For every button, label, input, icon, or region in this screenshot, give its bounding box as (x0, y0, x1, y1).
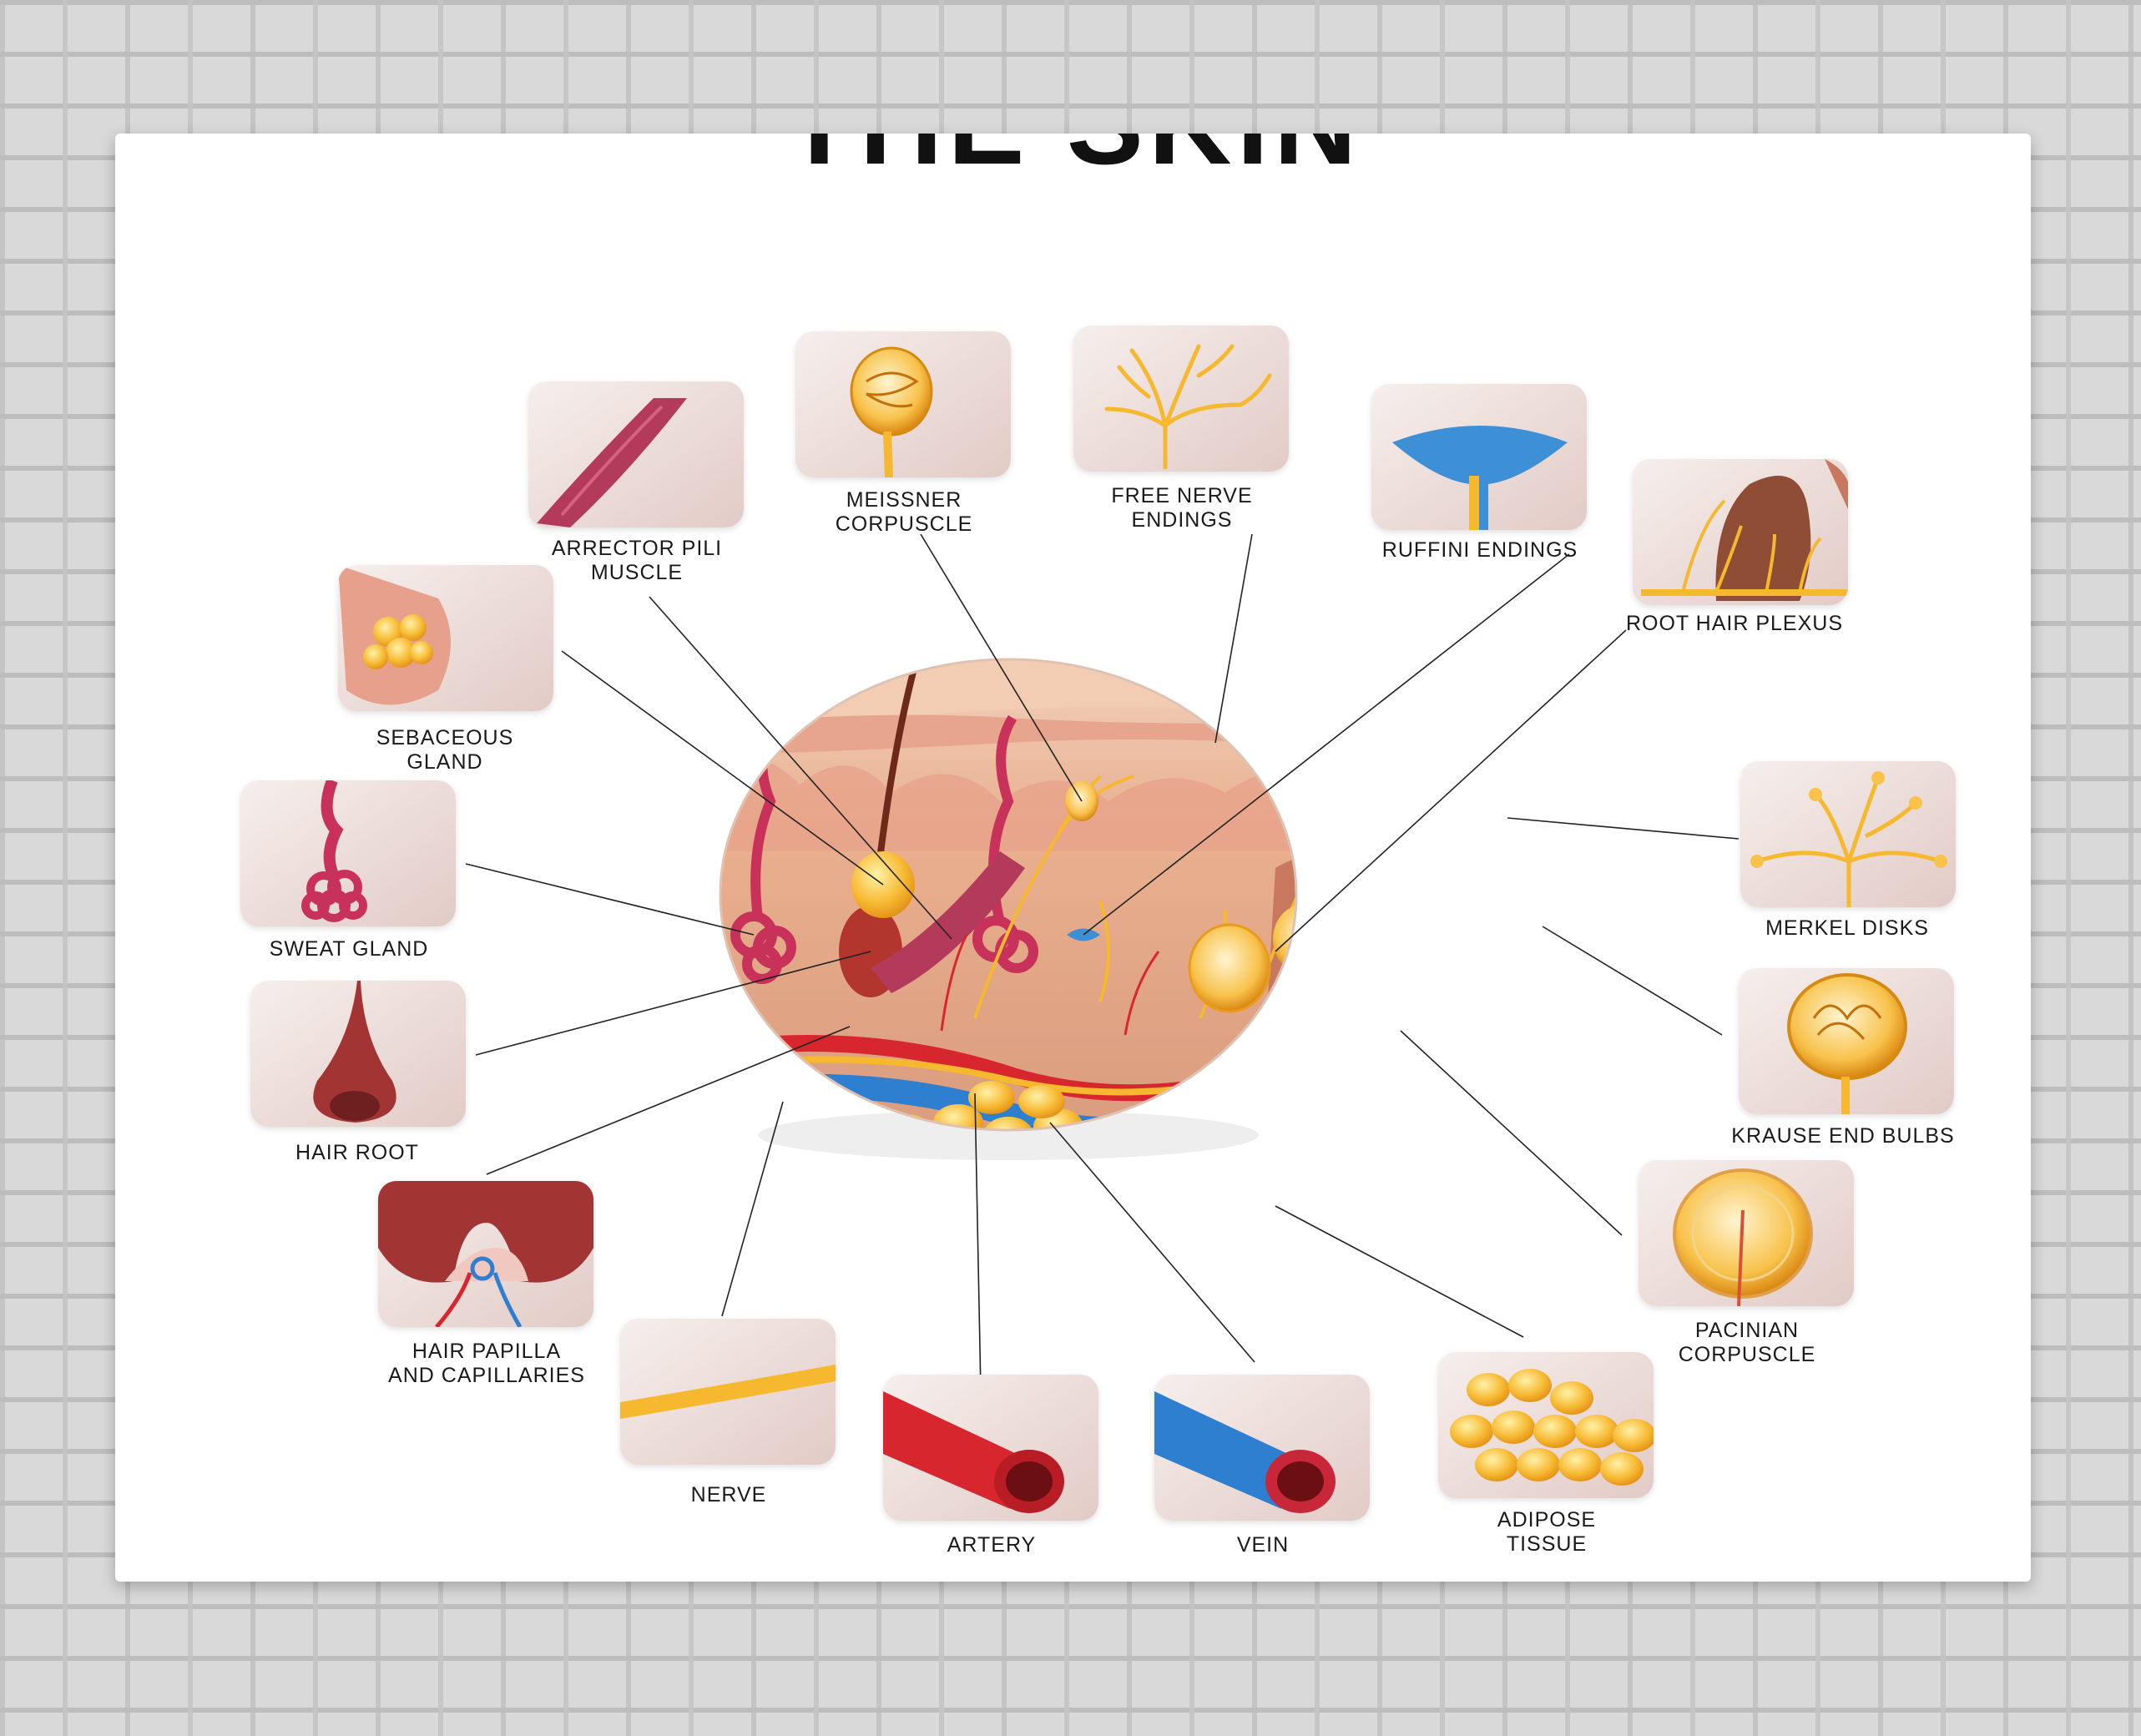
adipose-tissue-card (1438, 1352, 1654, 1498)
nerve-card (620, 1319, 836, 1465)
pacinian-corpuscle-label: PACINIAN CORPUSCLE (1678, 1319, 1816, 1366)
krause-end-bulbs-icon (1787, 973, 1907, 1114)
artery-icon (883, 1391, 1064, 1513)
leader-lines (465, 533, 1740, 1392)
sweat-gland-icon (301, 780, 367, 922)
skin-cross-section (465, 533, 1740, 1392)
hair-papilla-icon (378, 1181, 593, 1327)
skin-anatomy-poster: THE SKIN (115, 134, 2031, 1582)
adipose-tissue-icon (1450, 1369, 1654, 1486)
hair-papilla-card (378, 1181, 593, 1327)
ruffini-endings-icon (1392, 426, 1568, 530)
pacinian-corpuscle-card (1639, 1160, 1854, 1306)
meissner-corpuscle-icon (850, 346, 933, 477)
vein-card (1154, 1375, 1370, 1521)
meissner-corpuscle-label: MEISSNER CORPUSCLE (835, 488, 973, 536)
arrector-pili-muscle-card (528, 381, 744, 527)
nerve-label: NERVE (690, 1483, 767, 1506)
meissner-corpuscle-card (795, 331, 1011, 477)
pacinian-corpuscle-icon (1673, 1168, 1813, 1306)
nerve-icon (620, 1365, 836, 1419)
free-nerve-endings-icon (1104, 344, 1272, 470)
ruffini-endings-label: RUFFINI ENDINGS (1381, 538, 1578, 562)
root-hair-plexus-label: ROOT HAIR PLEXUS (1625, 612, 1844, 635)
free-nerve-endings-label: FREE NERVE ENDINGS (1111, 484, 1253, 532)
merkel-disks-label: MERKEL DISKS (1765, 916, 1929, 940)
merkel-disks-card (1740, 761, 1956, 907)
cross-section-shadow (758, 1110, 1259, 1160)
vein-label: VEIN (1236, 1533, 1290, 1557)
sweat-gland-card (240, 780, 456, 926)
sebaceous-gland-card (338, 565, 553, 711)
hair-papilla-label: HAIR PAPILLA AND CAPILLARIES (388, 1340, 585, 1387)
merkel-disks-icon (1750, 771, 1947, 907)
hair-root-label: HAIR ROOT (295, 1141, 419, 1164)
sweat-gland-label: SWEAT GLAND (269, 937, 429, 961)
krause-end-bulbs-card (1739, 968, 1954, 1114)
vein-icon (1154, 1391, 1336, 1513)
ruffini-endings-card (1371, 384, 1587, 530)
artery-card (883, 1375, 1098, 1521)
hair-root-card (250, 981, 466, 1127)
free-nerve-endings-card (1073, 326, 1289, 472)
krause-end-bulbs-label: KRAUSE END BULBS (1731, 1124, 1955, 1148)
poster-title: THE SKIN (115, 134, 2031, 182)
root-hair-plexus-card (1633, 459, 1848, 605)
hair-root-icon (313, 981, 396, 1123)
adipose-tissue-label: ADIPOSE TISSUE (1497, 1508, 1597, 1556)
arrector-pili-muscle-label: ARRECTOR PILI MUSCLE (551, 537, 723, 584)
artery-label: ARTERY (947, 1533, 1037, 1557)
sebaceous-gland-label: SEBACEOUS GLAND (376, 726, 514, 774)
root-hair-plexus-icon (1641, 459, 1848, 601)
arrector-pili-muscle-icon (537, 398, 687, 527)
sebaceous-gland-icon (338, 565, 451, 705)
